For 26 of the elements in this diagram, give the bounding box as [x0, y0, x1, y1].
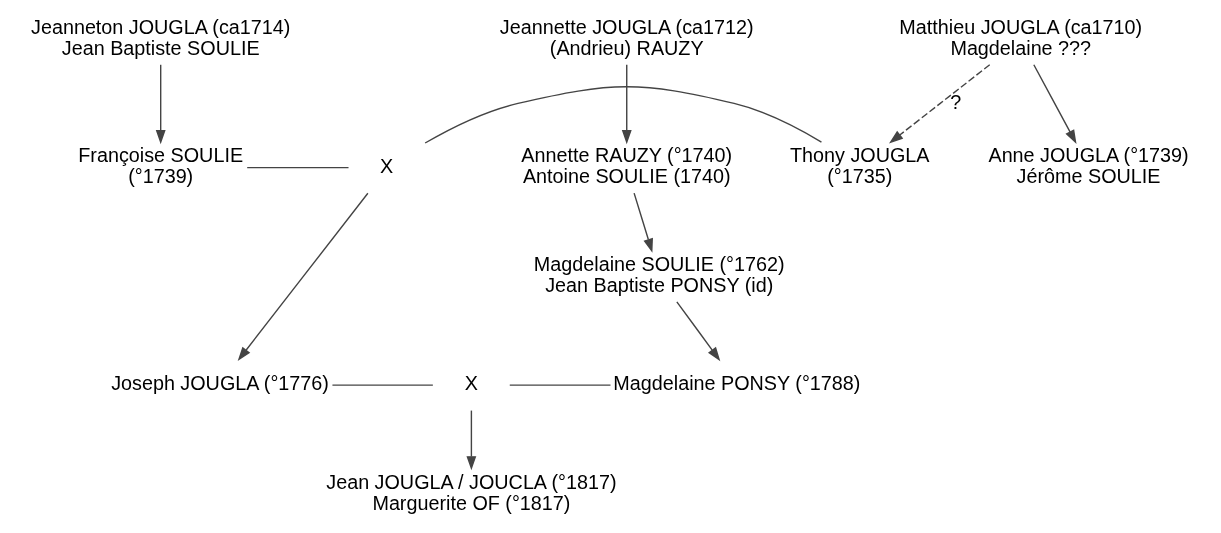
- node-text: Annette RAUZY (°1740) Antoine SOULIE (1740): [521, 144, 733, 188]
- node-text: Magdelaine PONSY (°1788): [613, 372, 861, 395]
- arrow: [633, 192, 653, 253]
- node-text: Matthieu JOUGLA (ca1710) Magdelaine ???: [899, 15, 1143, 59]
- arrow: [466, 409, 477, 471]
- node-text: Jeanneton JOUGLA (ca1714) Jean Baptiste SOULIE: [31, 15, 291, 59]
- node-text: Magdelaine SOULIE (°1762) Jean Baptiste PONSY (id): [533, 253, 785, 297]
- arrow: [889, 64, 991, 144]
- arrow: [621, 64, 632, 145]
- connector: [509, 384, 612, 386]
- node-text: Jeannette JOUGLA (ca1712) (Andrieu) RAUZY: [499, 15, 754, 59]
- node-text: Thony JOUGLA (°1735): [790, 144, 930, 188]
- arrow: [237, 192, 369, 361]
- arrow: [155, 64, 166, 145]
- node-text: Anne JOUGLA (°1739) Jérôme SOULIE: [988, 144, 1189, 188]
- connector: [424, 86, 823, 144]
- node-text: X: [380, 154, 394, 177]
- node-text: Françoise SOULIE (°1739): [78, 144, 244, 188]
- edge-label: ?: [950, 90, 962, 113]
- node-text: Jean JOUGLA / JOUCLA (°1817) Marguerite OF (°1817): [326, 470, 617, 514]
- connector: [331, 384, 434, 386]
- arrow: [676, 301, 721, 362]
- node-text: X: [464, 372, 478, 395]
- node-text: Joseph JOUGLA (°1776): [111, 372, 329, 395]
- arrow: [1033, 64, 1077, 144]
- connector: [246, 166, 350, 169]
